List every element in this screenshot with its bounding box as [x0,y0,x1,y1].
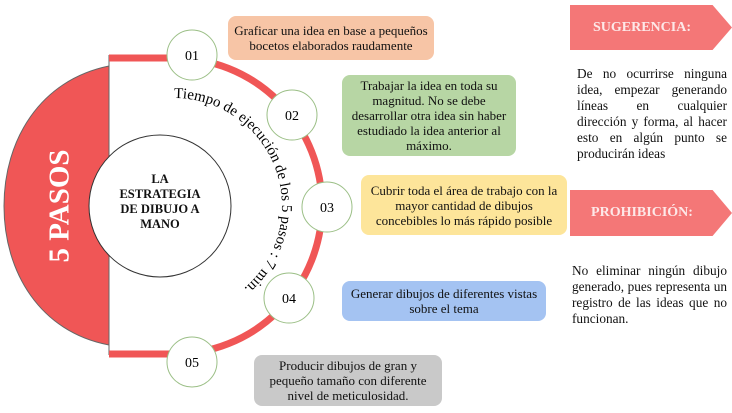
step-05-box: Producir dibujos de gran y pequeño tamañ… [254,355,442,406]
suggestion-title: SUGERENCIA: [592,19,691,35]
prohibition-title: PROHIBICIÓN: [591,205,693,220]
step-02-circle [266,89,318,141]
step-05-number: 05 [185,356,199,371]
prohibition-text: No eliminar ningún dibujo generado, pues… [572,263,727,326]
prohibition-arrow: PROHIBICIÓN: [570,190,732,236]
step-04-number: 04 [282,292,296,307]
step-05-circle [166,336,218,388]
step-03-box: Cubrir toda el área de trabajo con la ma… [361,175,567,235]
step-03-circle [301,181,353,233]
step-04-box: Generar dibujos de diferentes vistas sob… [342,281,546,321]
center-title: LA ESTRATEGIA DE DIBUJO A MANO [119,172,201,231]
step-03-number: 03 [320,201,334,216]
step-01-box: Graficar una idea en base a pequeños boc… [228,16,434,60]
step-02-box: Trabajar la idea en toda su magnitud. No… [342,75,516,156]
suggestion-arrow: SUGERENCIA: [570,5,732,50]
step-04-circle [263,272,315,324]
step-02-number: 02 [285,109,299,124]
center-circle [88,134,232,278]
side-label: 5 PASOS [44,149,76,262]
left-red-half [3,65,110,346]
step-01-number: 01 [185,49,199,64]
suggestion-text: De no ocurrirse ninguna idea, empezar ge… [577,66,727,161]
step-01-circle [166,29,218,81]
